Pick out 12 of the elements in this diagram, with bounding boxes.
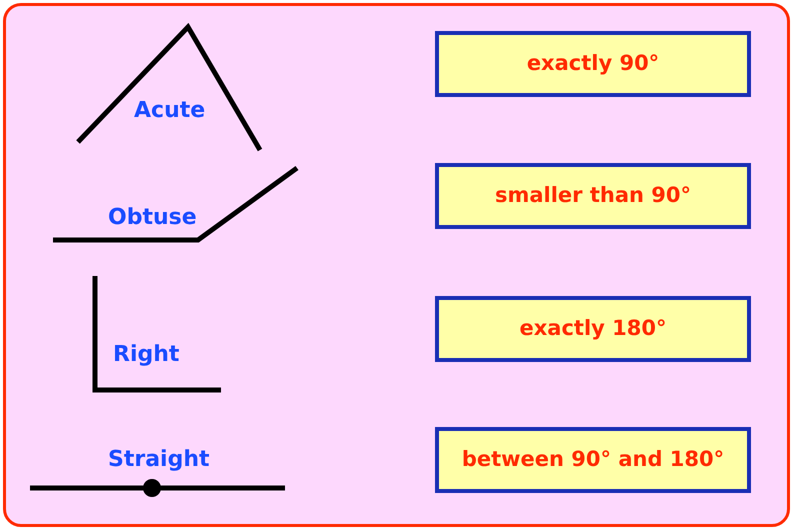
answer-box xyxy=(435,427,751,493)
angle-name: Right xyxy=(113,341,180,369)
answer-text: between 90° and 180° xyxy=(462,446,724,474)
angle-name: Obtuse xyxy=(108,204,197,232)
answer-box xyxy=(435,163,751,229)
answer-box xyxy=(435,296,751,362)
answer-box xyxy=(435,31,751,97)
angle-name: Acute xyxy=(134,97,206,125)
answer-text: exactly 180° xyxy=(520,315,666,342)
angle-name: Straight xyxy=(108,446,210,474)
answer-text: smaller than 90° xyxy=(494,182,691,210)
answer-text: exactly 90° xyxy=(526,50,660,78)
